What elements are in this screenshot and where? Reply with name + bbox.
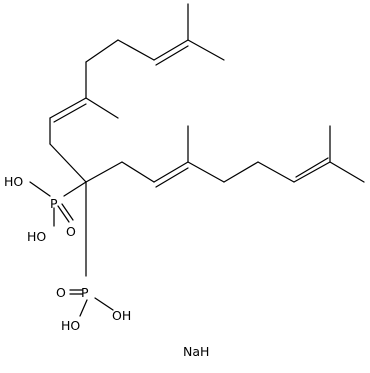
oxygen-atom-lower: O <box>56 285 66 300</box>
phosphorus-atom-lower: P <box>81 285 89 300</box>
hydroxyl-label-upper-1: HO <box>4 174 23 189</box>
oxygen-atom-upper: O <box>66 224 76 239</box>
hydroxyl-label-upper-2: HO <box>27 229 46 244</box>
bonds-core <box>29 143 114 317</box>
hydroxyl-label-lower-1: OH <box>112 308 131 323</box>
bonds-upper-chain <box>49 3 225 145</box>
phosphorus-atom-upper: P <box>50 196 58 211</box>
counterion-label: NaH <box>183 344 209 359</box>
bonds-right-chain <box>85 125 365 188</box>
hydroxyl-label-lower-2: HO <box>61 318 80 333</box>
